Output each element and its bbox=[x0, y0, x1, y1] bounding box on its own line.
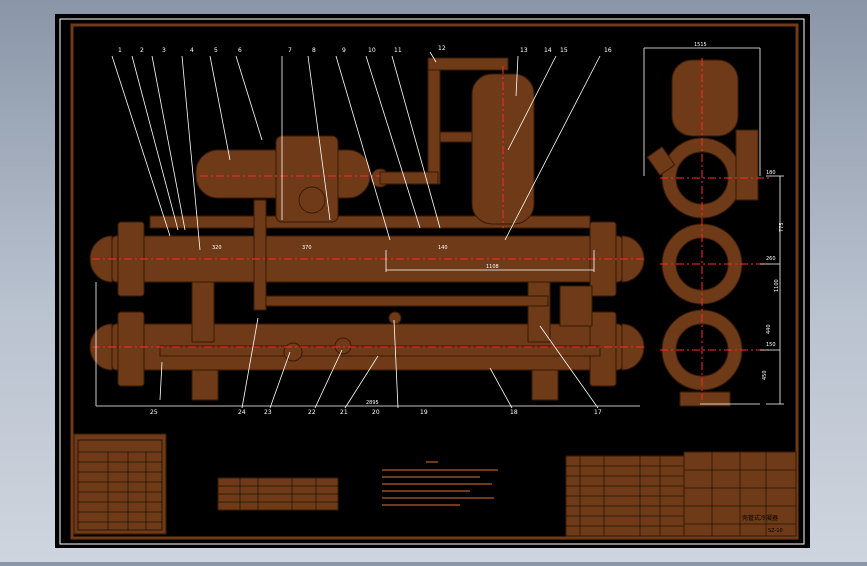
balloon-11: 11 bbox=[394, 47, 402, 54]
spec-table bbox=[73, 433, 167, 535]
balloon-8: 8 bbox=[312, 47, 316, 54]
dim-side-1100: 1100 bbox=[774, 279, 780, 292]
dim-side-180: 180 bbox=[766, 170, 776, 176]
dim-320: 320 bbox=[212, 245, 222, 251]
side-riser bbox=[735, 129, 759, 201]
bottom-pipe bbox=[159, 345, 601, 357]
upper-left-head bbox=[89, 235, 113, 283]
balloon-7: 7 bbox=[288, 47, 292, 54]
dim-span-main: 1108 bbox=[486, 264, 499, 270]
side-foot bbox=[679, 391, 731, 407]
balloon-9: 9 bbox=[342, 47, 346, 54]
parts-list bbox=[565, 455, 685, 537]
dim-side-150: 150 bbox=[766, 342, 776, 348]
discharge-pipe bbox=[379, 171, 439, 185]
balloon-4: 4 bbox=[190, 47, 194, 54]
title-block-title: 壳管式冷凝器 bbox=[742, 514, 778, 522]
side-branch bbox=[439, 131, 473, 143]
nozzle-table bbox=[217, 477, 339, 511]
foot-left bbox=[191, 369, 219, 401]
balloon-17: 17 bbox=[594, 409, 602, 416]
leader-lines bbox=[95, 51, 640, 409]
valve-middle bbox=[388, 311, 402, 325]
balloon-25: 25 bbox=[150, 409, 158, 416]
dim-side-width: 1515 bbox=[694, 42, 707, 48]
balloon-19: 19 bbox=[420, 409, 428, 416]
balloon-13: 13 bbox=[520, 47, 528, 54]
outer-frame bbox=[59, 18, 805, 545]
side-nozzle bbox=[646, 146, 676, 176]
balloon-2: 2 bbox=[140, 47, 144, 54]
balloon-10: 10 bbox=[368, 47, 376, 54]
dim-2895: 2895 bbox=[366, 400, 379, 406]
dim-side-440: 440 bbox=[766, 324, 772, 334]
lower-left-head bbox=[89, 323, 113, 371]
balloon-3: 3 bbox=[162, 47, 166, 54]
side-centerlines bbox=[660, 58, 770, 400]
middle-pipe bbox=[257, 295, 549, 307]
technical-notes bbox=[382, 461, 498, 506]
title-block-drawing-no: SZ-10 bbox=[768, 528, 783, 534]
top-connection bbox=[427, 57, 509, 71]
balloon-12: 12 bbox=[438, 45, 446, 52]
balloon-16: 16 bbox=[604, 47, 612, 54]
balloon-6: 6 bbox=[238, 47, 242, 54]
balloon-18: 18 bbox=[510, 409, 518, 416]
support-left bbox=[191, 281, 215, 343]
balloon-20: 20 bbox=[372, 409, 380, 416]
balloon-21: 21 bbox=[340, 409, 348, 416]
dim-side-260: 260 bbox=[766, 256, 776, 262]
dim-side-775: 775 bbox=[779, 222, 785, 232]
left-drop-pipe bbox=[253, 199, 267, 311]
balloon-24: 24 bbox=[238, 409, 246, 416]
dim-side-450: 450 bbox=[762, 370, 768, 380]
balloon-labels: 1 2 3 4 5 6 7 8 9 10 11 12 13 14 15 16 1… bbox=[118, 45, 612, 416]
side-receiver bbox=[671, 59, 739, 137]
inner-border bbox=[70, 23, 799, 540]
title-block: 壳管式冷凝器 SZ-10 bbox=[683, 451, 797, 537]
valve-bottom-1 bbox=[283, 342, 303, 362]
motor-end bbox=[298, 186, 326, 214]
side-dimension-lines bbox=[643, 47, 784, 405]
balloon-23: 23 bbox=[264, 409, 272, 416]
balloon-14: 14 bbox=[544, 47, 552, 54]
front-centerlines bbox=[92, 66, 646, 348]
balloon-1: 1 bbox=[118, 47, 122, 54]
balloon-5: 5 bbox=[214, 47, 218, 54]
foot-right bbox=[531, 369, 559, 401]
support-right bbox=[527, 281, 551, 343]
balloon-15: 15 bbox=[560, 47, 568, 54]
riser-pipe bbox=[427, 57, 441, 185]
dim-140: 140 bbox=[438, 245, 448, 251]
dim-370: 370 bbox=[302, 245, 312, 251]
right-fitting bbox=[559, 285, 593, 327]
front-dimensions: 1108 320 370 140 2895 bbox=[212, 245, 499, 406]
lower-left-flange bbox=[117, 311, 145, 387]
balloon-22: 22 bbox=[308, 409, 316, 416]
side-dimensions: 1515 775 1100 440 450 180 260 150 bbox=[694, 42, 785, 380]
valve-bottom-2 bbox=[334, 337, 352, 355]
